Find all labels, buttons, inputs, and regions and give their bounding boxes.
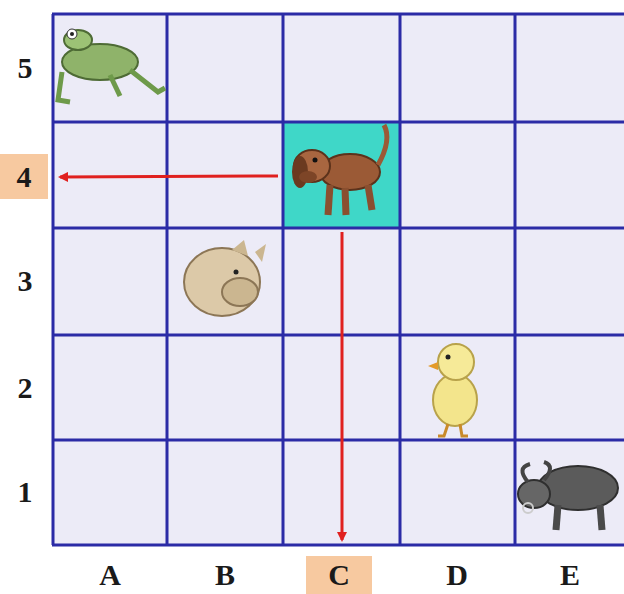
row-arrow <box>60 176 278 177</box>
row-number: 3 <box>2 258 48 304</box>
highlight-cell <box>283 122 400 228</box>
row-number: 4 <box>0 154 48 199</box>
grid-ground <box>52 14 624 545</box>
column-arrow <box>341 232 344 540</box>
row-number: 1 <box>2 469 48 515</box>
buffalo-figure <box>518 462 618 530</box>
pig-figure <box>184 240 266 316</box>
row-number: 5 <box>2 45 48 91</box>
column-letter: C <box>306 556 372 594</box>
column-letter: A <box>85 557 135 593</box>
column-letter: D <box>432 557 482 593</box>
column-letter: B <box>200 557 250 593</box>
row-number: 2 <box>2 365 48 411</box>
chick-figure <box>428 344 477 436</box>
grid-lines <box>52 14 624 545</box>
frog-figure <box>58 29 165 102</box>
column-letter: E <box>545 557 595 593</box>
dog-figure <box>292 125 387 215</box>
